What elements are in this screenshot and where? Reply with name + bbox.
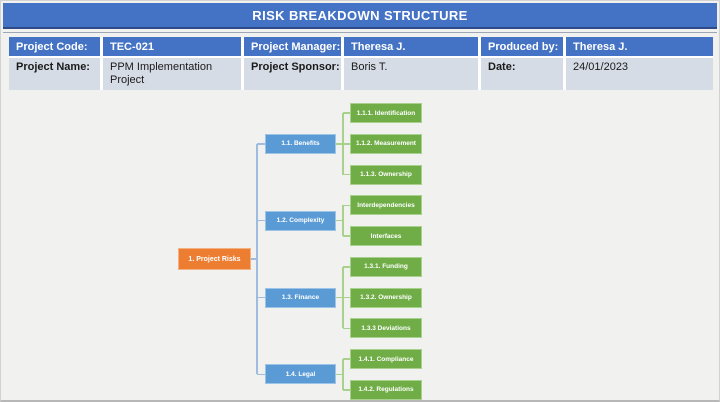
project-manager-label[interactable]: Project Manager: xyxy=(244,37,341,56)
rbs-branch-node[interactable]: 1.1. Benefits xyxy=(265,133,336,154)
rbs-branch-node[interactable]: 1.3. Finance xyxy=(265,287,336,308)
banner-divider xyxy=(3,32,717,33)
rbs-leaf-node-label: 1.4.1. Compliance xyxy=(358,355,414,363)
rbs-branch-node-label: 1.2. Complexity xyxy=(276,217,325,225)
rbs-connector xyxy=(256,143,258,375)
rbs-root-node[interactable]: 1. Project Risks xyxy=(178,248,251,271)
rbs-leaf-node[interactable]: 1.1.1. Identification xyxy=(350,103,422,123)
date-label[interactable]: Date: xyxy=(481,58,563,90)
rbs-connector xyxy=(343,296,350,299)
rbs-branch-node[interactable]: 1.4. Legal xyxy=(265,364,336,385)
project-name-label[interactable]: Project Name: xyxy=(9,58,100,90)
rbs-branch-node-label: 1.4. Legal xyxy=(285,370,316,378)
rbs-leaf-node-label: 1.4.2. Regulations xyxy=(358,386,414,394)
rbs-leaf-node-label: Interfaces xyxy=(370,232,402,240)
rbs-leaf-node-label: 1.3.3 Deviations xyxy=(361,324,411,332)
rbs-branch-node[interactable]: 1.2. Complexity xyxy=(265,210,336,231)
page-title: RISK BREAKDOWN STRUCTURE xyxy=(252,7,468,23)
rbs-leaf-node-label: 1.1.3. Ownership xyxy=(360,171,412,178)
rbs-connector xyxy=(343,173,350,176)
rbs-connector xyxy=(343,235,350,237)
rbs-connector xyxy=(257,143,265,145)
rbs-connector xyxy=(342,359,344,390)
rbs-leaf-node[interactable]: 1.1.3. Ownership xyxy=(350,164,422,185)
rbs-connector xyxy=(336,219,343,222)
produced-by-value[interactable]: Theresa J. xyxy=(566,37,713,56)
rbs-connector xyxy=(257,296,265,299)
rbs-leaf-node[interactable]: 1.1.2. Measurement xyxy=(350,133,422,154)
rbs-leaf-node-label: 1.3.2. Ownership xyxy=(360,294,412,301)
rbs-root-node-label: 1. Project Risks xyxy=(188,255,241,263)
rbs-connector xyxy=(336,296,343,299)
rbs-leaf-node[interactable]: 1.4.2. Regulations xyxy=(350,379,422,400)
rbs-leaf-node-label: 1.1.1. Identification xyxy=(356,109,416,117)
project-code-label[interactable]: Project Code: xyxy=(9,37,100,56)
rbs-connector xyxy=(336,373,343,376)
rbs-connector xyxy=(343,389,350,391)
rbs-leaf-node[interactable]: 1.3.3 Deviations xyxy=(350,318,422,339)
project-code-value[interactable]: TEC-021 xyxy=(103,37,241,56)
rbs-connector xyxy=(343,327,350,329)
rbs-connector xyxy=(343,143,350,145)
project-sponsor-value[interactable]: Boris T. xyxy=(344,58,478,90)
rbs-connector xyxy=(257,219,265,222)
rbs-branch-node-label: 1.1. Benefits xyxy=(281,140,320,148)
rbs-leaf-node[interactable]: Interdependencies xyxy=(350,195,422,216)
rbs-connector xyxy=(251,258,257,260)
rbs-connector xyxy=(257,373,265,376)
rbs-connector xyxy=(343,112,350,114)
rbs-connector xyxy=(343,266,350,268)
project-sponsor-label[interactable]: Project Sponsor: xyxy=(244,58,341,90)
rbs-connector xyxy=(342,266,344,329)
rbs-leaf-node[interactable]: 1.4.1. Compliance xyxy=(350,349,422,369)
rbs-connector xyxy=(336,143,343,145)
rbs-leaf-node-label: Interdependencies xyxy=(357,201,415,209)
page-title-banner: RISK BREAKDOWN STRUCTURE xyxy=(3,3,717,29)
rbs-connector xyxy=(342,113,344,175)
rbs-leaf-node-label: 1.1.2. Measurement xyxy=(356,140,416,148)
rbs-leaf-node-label: 1.3.1. Funding xyxy=(364,263,408,271)
rbs-connector xyxy=(343,204,350,206)
rbs-leaf-node[interactable]: 1.3.2. Ownership xyxy=(350,287,422,308)
rbs-connector xyxy=(343,358,350,360)
produced-by-label[interactable]: Produced by: xyxy=(481,37,563,56)
project-name-value[interactable]: PPM Implementation Project xyxy=(103,58,241,90)
project-manager-value[interactable]: Theresa J. xyxy=(344,37,478,56)
rbs-leaf-node[interactable]: Interfaces xyxy=(350,226,422,246)
rbs-branch-node-label: 1.3. Finance xyxy=(281,294,320,301)
rbs-connector xyxy=(342,205,344,236)
date-value[interactable]: 24/01/2023 xyxy=(566,58,713,90)
rbs-leaf-node[interactable]: 1.3.1. Funding xyxy=(350,256,422,277)
project-info-table: Project Code: TEC-021 Project Manager: T… xyxy=(9,37,713,90)
